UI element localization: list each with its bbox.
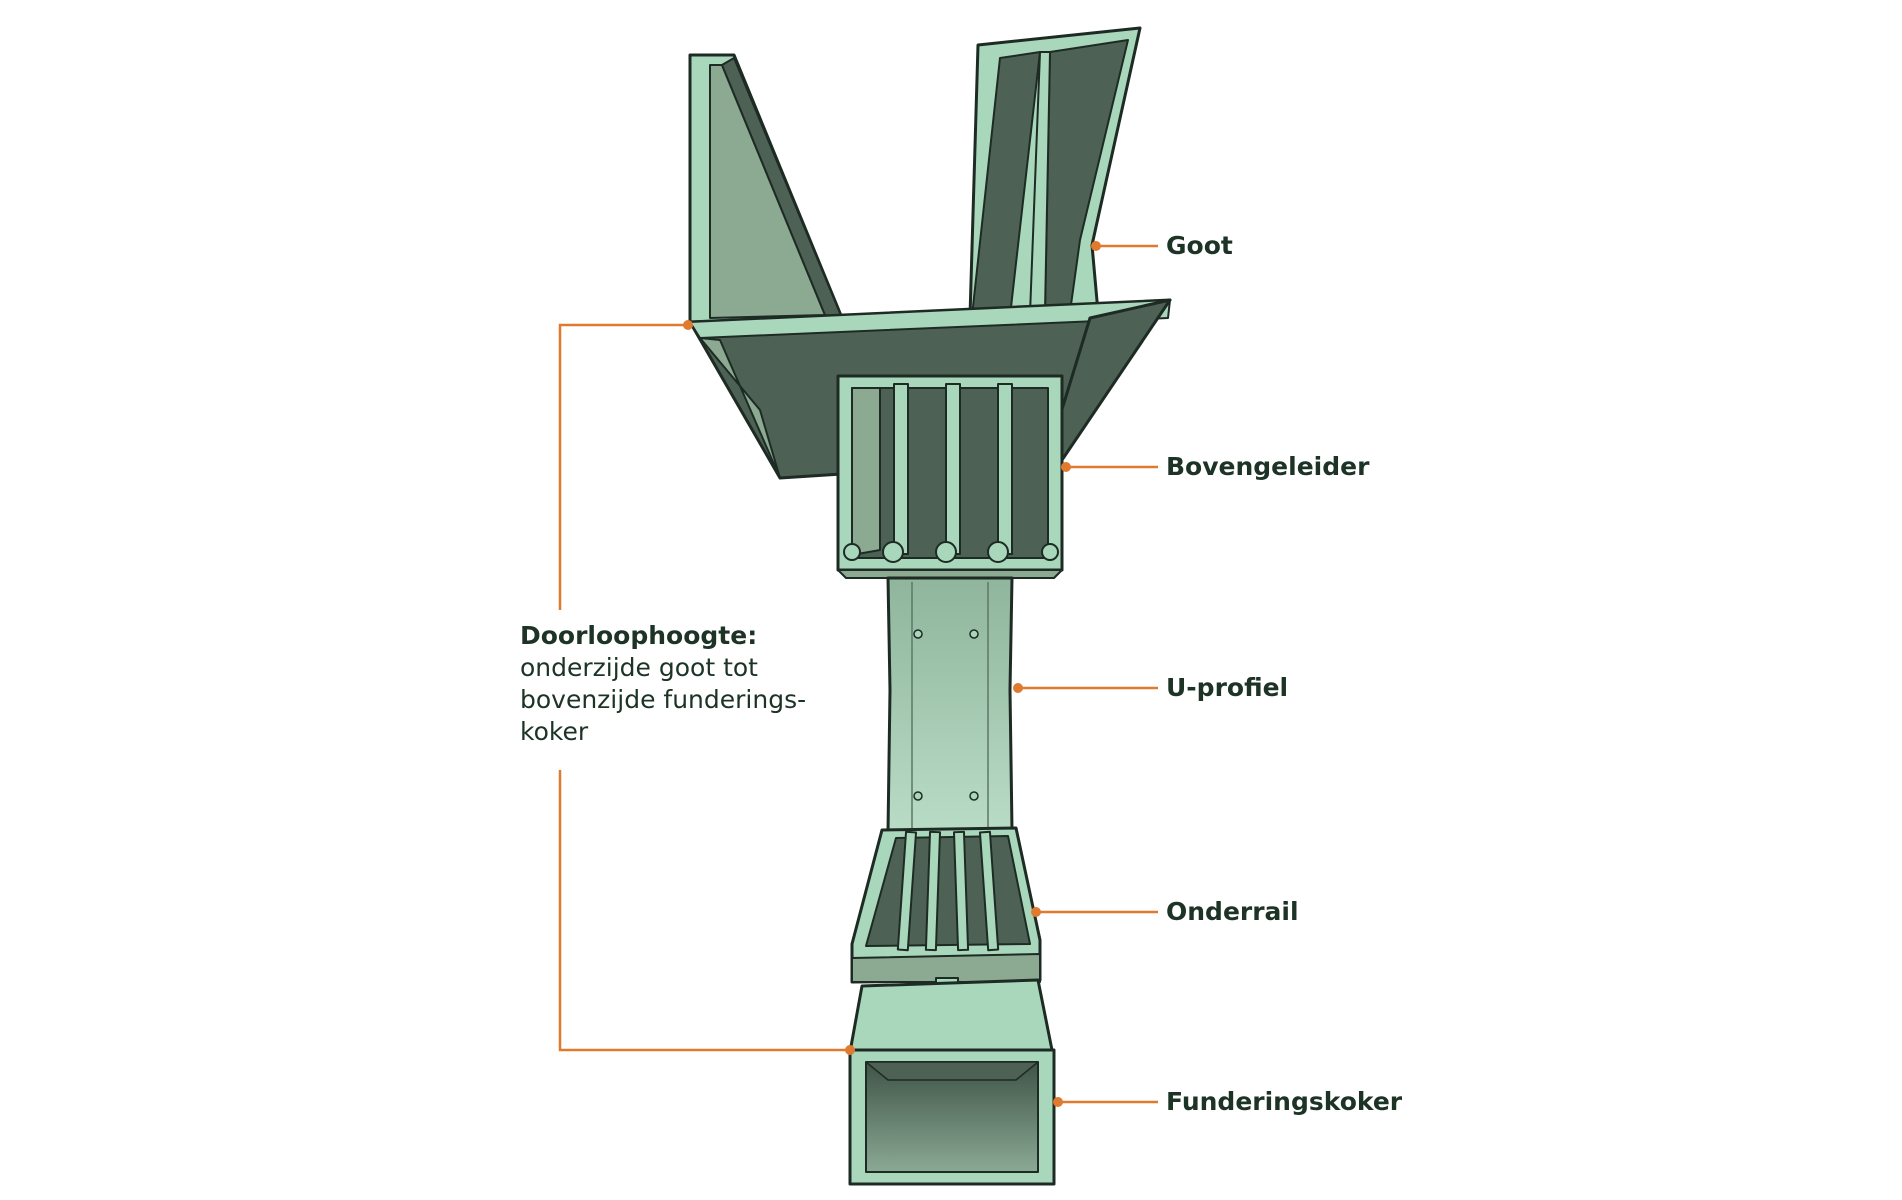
funderingskoker-profile — [848, 978, 1056, 1186]
leader-lines — [558, 244, 1158, 1104]
label-onderrail: Onderrail — [1166, 897, 1299, 926]
label-u-profiel: U-profiel — [1166, 673, 1289, 702]
doorloophoogte-title: Doorloophoogte: — [520, 621, 758, 650]
u-profiel-profile — [886, 576, 1014, 834]
doorloophoogte-line-3: koker — [520, 717, 589, 746]
label-goot: Goot — [1166, 231, 1233, 260]
leader-dots — [683, 241, 1101, 1107]
leader-doorloop-top — [558, 323, 688, 610]
leader-doorloop-bottom — [558, 770, 850, 1052]
doorloophoogte-annotation: Doorloophoogte: onderzijde goot tot bove… — [520, 620, 806, 748]
doorloophoogte-line-2: bovenzijde funderings- — [520, 685, 807, 714]
bovengeleider-profile — [836, 374, 1064, 579]
label-bovengeleider: Bovengeleider — [1166, 452, 1370, 481]
label-funderingskoker: Funderingskoker — [1166, 1087, 1403, 1116]
onderrail-profile — [850, 826, 1042, 989]
doorloophoogte-line-1: onderzijde goot tot — [520, 653, 758, 682]
